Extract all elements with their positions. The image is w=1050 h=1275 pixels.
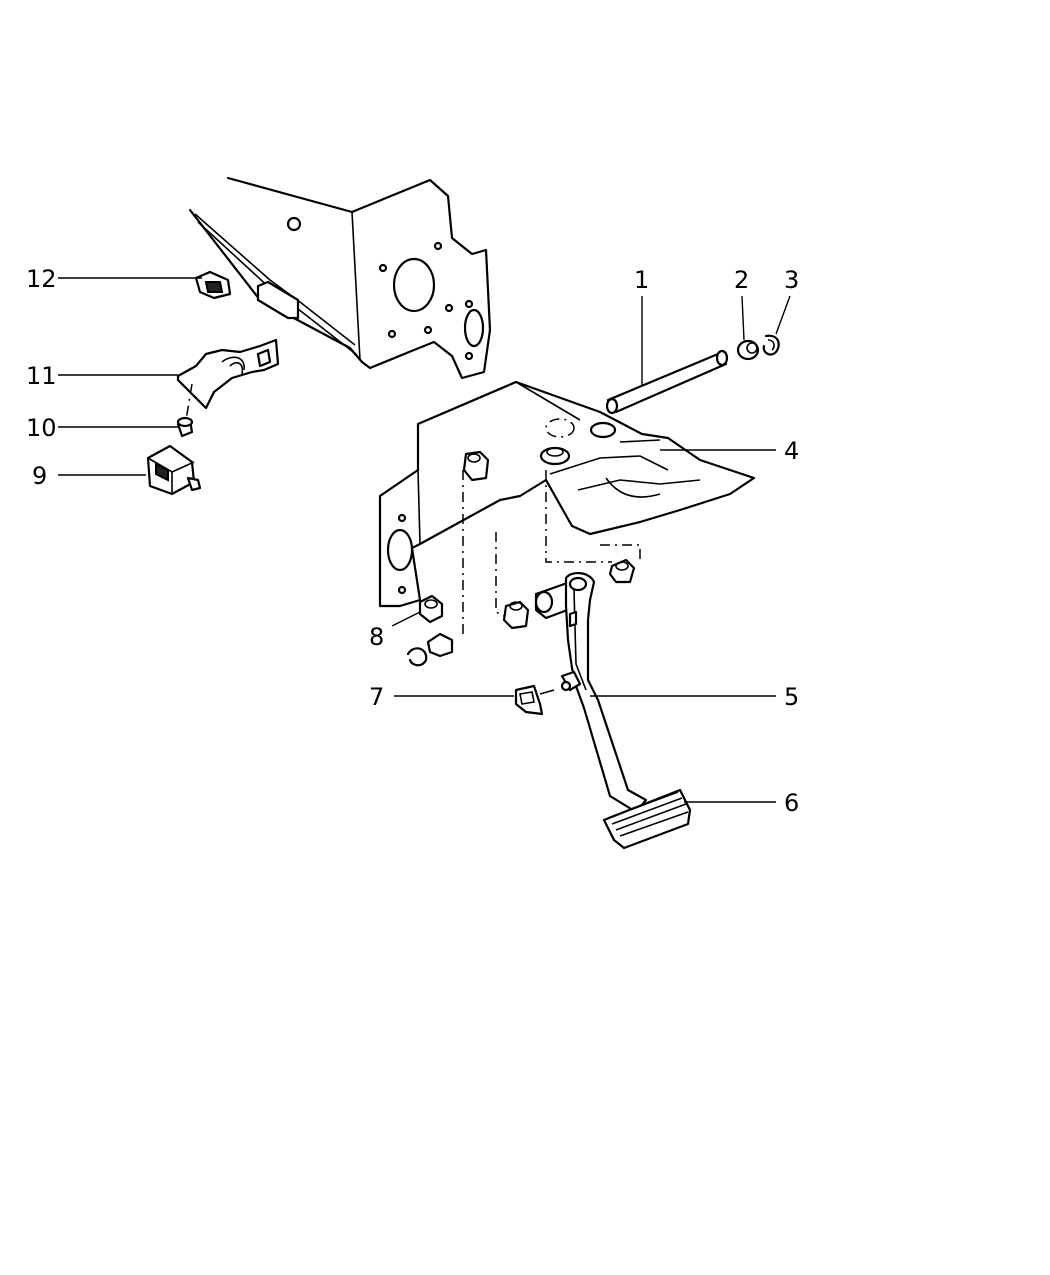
- callout-7: 7: [369, 683, 384, 711]
- callout-4: 4: [784, 437, 799, 465]
- callout-8: 8: [369, 623, 384, 651]
- callout-10: 10: [26, 414, 57, 442]
- callouts: 12 11 10 9 1 2 3 4 5 6 7 8: [26, 265, 799, 817]
- part-4-pedal-support: [378, 380, 756, 608]
- part-6-pedal-pad: [602, 788, 692, 850]
- part-8-nut: [418, 594, 444, 624]
- part-2-bushing: [736, 339, 760, 361]
- pedal-bushings: [502, 558, 636, 630]
- part-1-pivot-shaft: [605, 349, 729, 415]
- part-9-switch: [146, 444, 202, 496]
- callout-6: 6: [784, 789, 799, 817]
- part-10-screw: [176, 383, 194, 438]
- dash-panel: [188, 176, 492, 380]
- callout-9: 9: [32, 462, 47, 490]
- callout-12: 12: [26, 265, 57, 293]
- callout-2: 2: [734, 266, 749, 294]
- callout-1: 1: [634, 266, 649, 294]
- part-3-retainer-clip: [762, 334, 780, 356]
- pin-clip: [406, 632, 454, 667]
- callout-3: 3: [784, 266, 799, 294]
- part-11-bracket: [176, 338, 280, 410]
- part-12-clip: [194, 270, 232, 300]
- panel-large-hole: [392, 257, 436, 313]
- part-7-pad: [514, 684, 555, 716]
- callout-11: 11: [26, 362, 57, 390]
- leader-lines: [58, 277, 791, 803]
- callout-5: 5: [784, 683, 799, 711]
- part-5-pedal-arm: [534, 572, 648, 814]
